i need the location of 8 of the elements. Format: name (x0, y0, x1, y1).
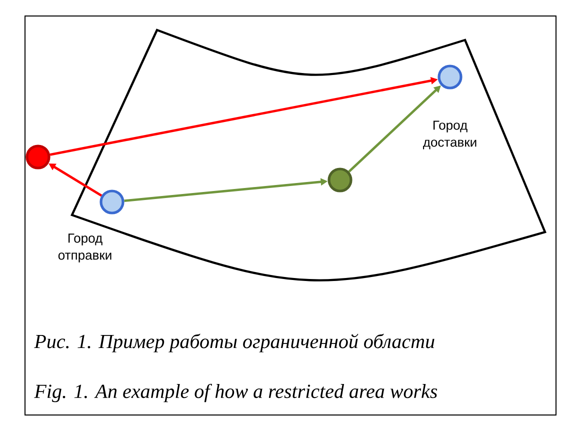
city-label: Город доставки (423, 120, 476, 150)
caption: Fig. 1. An example of how a restricted area works (34, 384, 438, 402)
city-marker (438, 64, 462, 90)
caption: Рис. 1. Пример работы ограниченной области (34, 334, 434, 352)
city-marker (26, 144, 50, 170)
city-label: Город отправки (58, 234, 112, 262)
city-marker (100, 190, 124, 214)
city-marker (328, 168, 352, 192)
